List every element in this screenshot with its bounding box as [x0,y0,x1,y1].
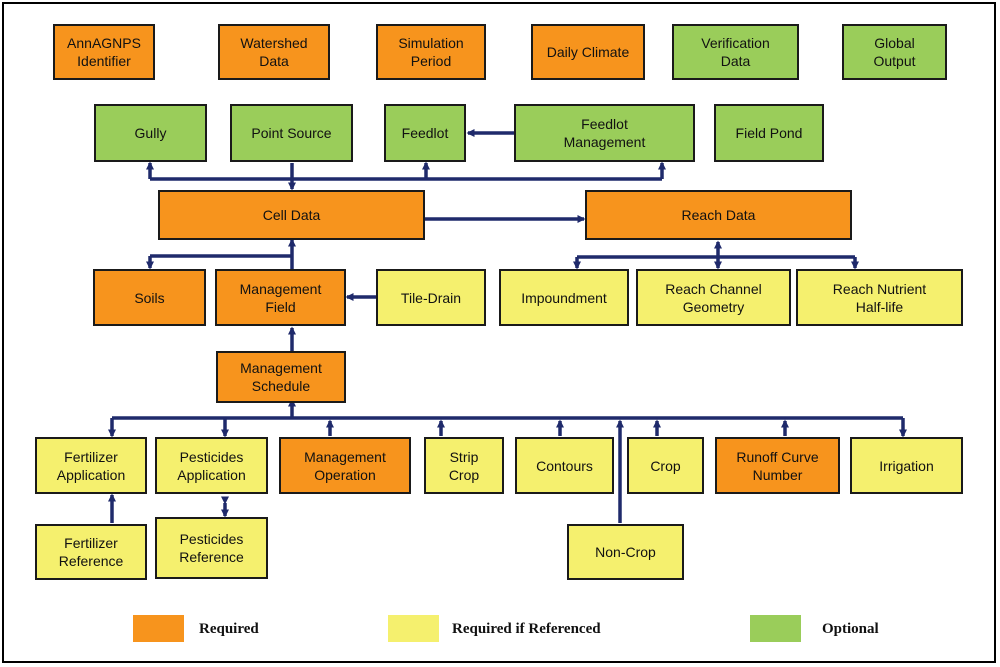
node-reach-data: Reach Data [585,190,852,240]
node-reach-nutrient-half-life: Reach Nutrient Half-life [796,269,963,326]
node-daily-climate: Daily Climate [531,24,645,80]
node-annagnps-identifier: AnnAGNPS Identifier [53,24,155,80]
node-cell-data: Cell Data [158,190,425,240]
node-fertilizer-reference: Fertilizer Reference [35,524,147,580]
legend-swatch-required [133,615,184,642]
node-simulation-period: Simulation Period [376,24,486,80]
node-management-field: Management Field [215,269,346,326]
node-strip-crop: Strip Crop [424,437,504,494]
legend-label-required: Required [199,621,259,637]
node-gully: Gully [94,104,207,162]
node-point-source: Point Source [230,104,353,162]
node-fertilizer-application: Fertilizer Application [35,437,147,494]
legend-swatch-required-if-referenced [388,615,439,642]
node-impoundment: Impoundment [499,269,629,326]
node-tile-drain: Tile-Drain [376,269,486,326]
legend-swatch-optional [750,615,801,642]
node-soils: Soils [93,269,206,326]
node-pesticides-reference: Pesticides Reference [155,517,268,579]
node-irrigation: Irrigation [850,437,963,494]
node-non-crop: Non-Crop [567,524,684,580]
node-reach-channel-geometry: Reach Channel Geometry [636,269,791,326]
node-verification-data: Verification Data [672,24,799,80]
node-crop: Crop [627,437,704,494]
node-feedlot: Feedlot [384,104,466,162]
node-global-output: Global Output [842,24,947,80]
legend-label-required-if-referenced: Required if Referenced [452,621,601,637]
node-runoff-curve-number: Runoff Curve Number [715,437,840,494]
node-field-pond: Field Pond [714,104,824,162]
node-feedlot-management: Feedlot Management [514,104,695,162]
node-pesticides-application: Pesticides Application [155,437,268,494]
node-management-schedule: Management Schedule [216,351,346,403]
node-contours: Contours [515,437,614,494]
legend-label-optional: Optional [822,621,879,637]
node-management-operation: Management Operation [279,437,411,494]
node-watershed-data: Watershed Data [218,24,330,80]
